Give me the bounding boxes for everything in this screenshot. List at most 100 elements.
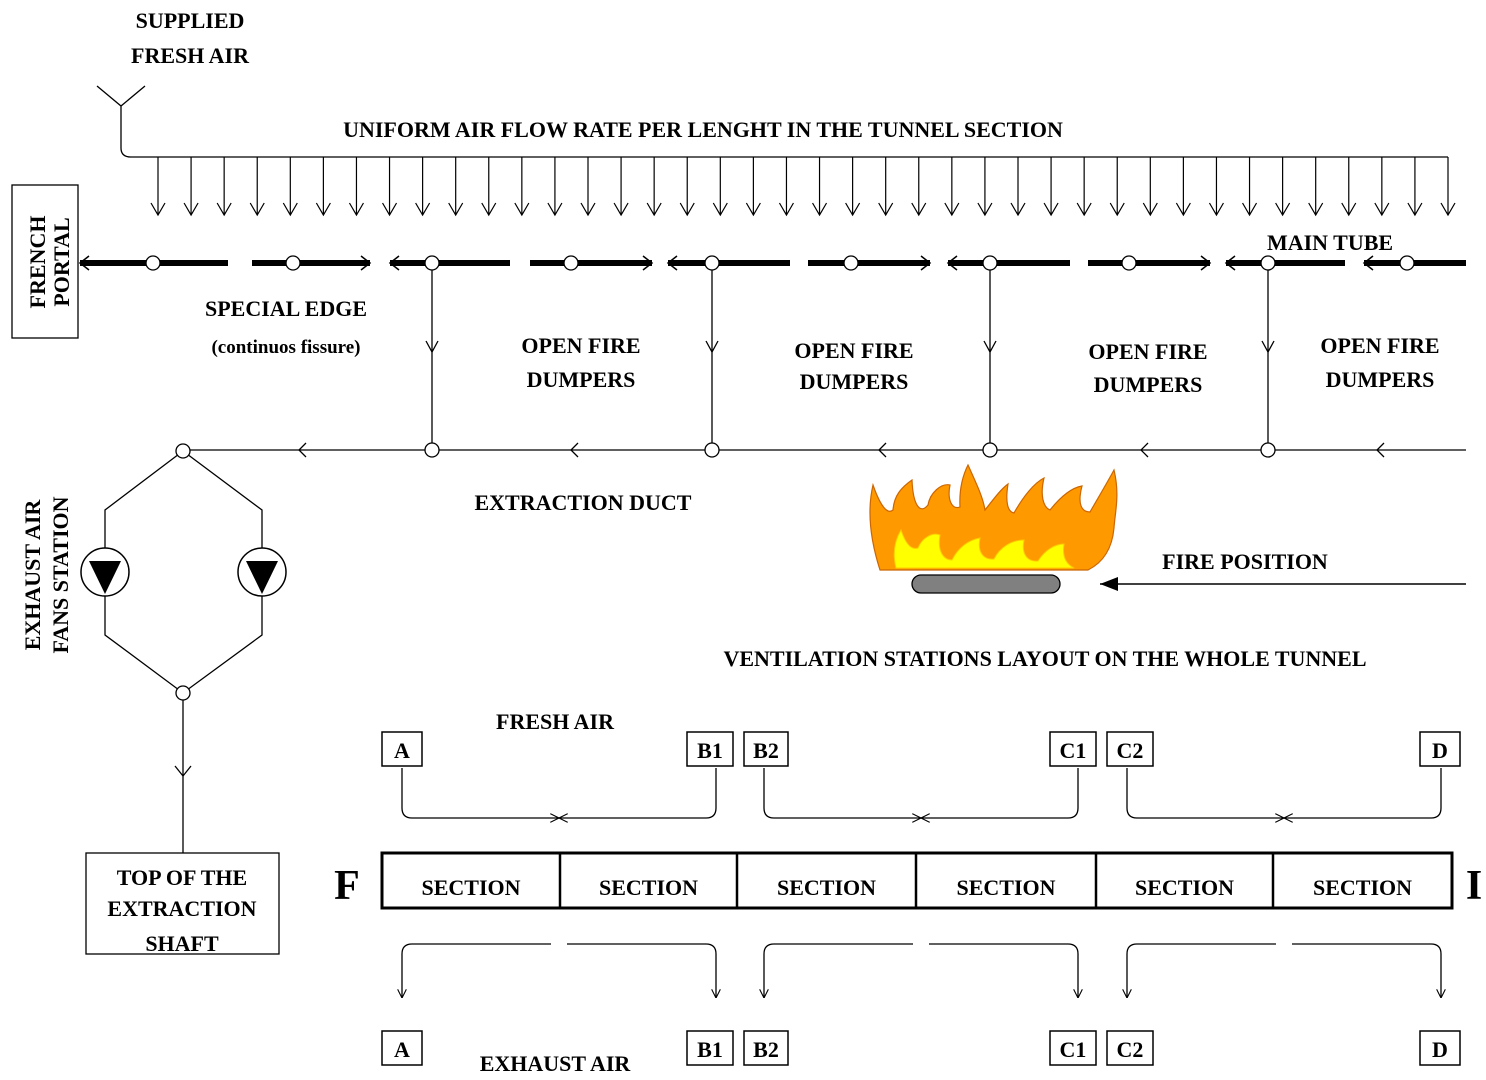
flow-arrow-icon xyxy=(613,157,629,217)
flow-arrow-icon xyxy=(944,157,960,217)
station-label: A xyxy=(394,738,410,763)
duct-node xyxy=(1260,442,1276,458)
station-label: D xyxy=(1432,1037,1448,1062)
flow-arrow-icon xyxy=(1109,157,1125,217)
station-box xyxy=(743,731,789,767)
flow-arrow-icon xyxy=(745,157,761,217)
tube-node xyxy=(704,255,720,271)
tube-arrow-left-icon xyxy=(78,255,90,271)
tube-node xyxy=(982,255,998,271)
tube-node xyxy=(145,255,161,271)
dumpers-label-2b: DUMPERS xyxy=(800,369,909,394)
exhaust-air-flow xyxy=(1292,943,1441,998)
flow-arrow-icon xyxy=(448,157,464,217)
flow-arrow-icon xyxy=(1076,157,1092,217)
damper-arrow-icon xyxy=(983,340,997,354)
flow-arrow-icon xyxy=(1242,157,1258,217)
main-tube xyxy=(78,255,1466,271)
exhaust-air-flow xyxy=(402,943,551,998)
flow-arrow-icon xyxy=(1440,157,1456,217)
station-label: C1 xyxy=(1060,1037,1087,1062)
special-edge-label-2: (continuos fissure) xyxy=(211,337,360,358)
station-box xyxy=(1106,731,1154,767)
extraction-duct xyxy=(190,442,1466,458)
layout-flows xyxy=(402,768,1441,998)
station-label: D xyxy=(1432,738,1448,763)
duct-node xyxy=(704,442,720,458)
tunnel-end-i: I xyxy=(1466,863,1482,909)
station-label: B2 xyxy=(753,738,779,763)
flow-arrow-icon xyxy=(1407,157,1423,217)
supply-line xyxy=(96,85,1448,158)
duct-node xyxy=(982,442,998,458)
shaft-arrow xyxy=(174,765,192,778)
flow-arrow-icon xyxy=(1208,157,1224,217)
station-label: B1 xyxy=(697,1037,723,1062)
junction-bottom xyxy=(175,685,191,701)
layout-title: VENTILATION STATIONS LAYOUT ON THE WHOLE… xyxy=(723,646,1366,671)
fresh-air-flow xyxy=(401,768,559,818)
flow-arrow-icon xyxy=(382,157,398,217)
exhaust-fans-station: EXHAUST AIR FANS STATION TOP OF THE EXTR… xyxy=(20,443,287,956)
supplied-label-1: SUPPLIED xyxy=(136,8,245,33)
damper-arrow-icon xyxy=(425,340,439,354)
station-box xyxy=(1106,1030,1154,1066)
tube-arrow-right-icon xyxy=(642,255,654,271)
section-label: SECTION xyxy=(1313,875,1412,900)
fan-triangle-right xyxy=(246,561,278,594)
station-box xyxy=(1419,731,1461,767)
tube-arrow-left-icon xyxy=(1362,255,1374,271)
station-box xyxy=(1049,1030,1097,1066)
duct-arrow-icon xyxy=(878,442,887,458)
fire-log xyxy=(911,574,1061,594)
fire-icon xyxy=(869,463,1118,594)
station-box xyxy=(686,1030,734,1066)
shaft-label-1: TOP OF THE xyxy=(117,865,247,890)
fan-triangle-left xyxy=(89,561,121,594)
tube-node xyxy=(285,255,301,271)
exhaust-air-flow xyxy=(764,943,913,998)
flow-arrow-icon xyxy=(1043,157,1059,217)
fire-dampers xyxy=(425,270,1275,443)
duct-arrow-icon xyxy=(570,442,579,458)
section-label: SECTION xyxy=(1135,875,1234,900)
tube-arrow-left-icon xyxy=(388,255,400,271)
open-fire-label-2a: OPEN FIRE xyxy=(794,338,913,363)
tube-node xyxy=(1399,255,1415,271)
flow-arrow-icon xyxy=(1341,157,1357,217)
flow-arrow-icon xyxy=(150,157,166,217)
flow-arrow-icon xyxy=(282,157,298,217)
open-fire-label-3a: OPEN FIRE xyxy=(1088,339,1207,364)
exhaust-station-label-1: EXHAUST AIR xyxy=(20,499,45,651)
station-label: C2 xyxy=(1117,1037,1144,1062)
section-label: SECTION xyxy=(777,875,876,900)
exhaust-air-flow xyxy=(567,943,716,998)
flow-arrow-icon xyxy=(514,157,530,217)
main-tube-label: MAIN TUBE xyxy=(1267,230,1393,255)
dumpers-label-4b: DUMPERS xyxy=(1326,367,1435,392)
duct-arrow-icon xyxy=(298,442,307,458)
tube-node xyxy=(1260,255,1276,271)
flow-arrow-icon xyxy=(1275,157,1291,217)
flow-arrow-icon xyxy=(249,157,265,217)
station-box xyxy=(381,1030,423,1066)
station-label: A xyxy=(394,1037,410,1062)
dumpers-label-3b: DUMPERS xyxy=(1094,372,1203,397)
station-label: C1 xyxy=(1060,738,1087,763)
stations-exhaust-air: A B1 B2 C1 C2 D xyxy=(381,1030,1461,1066)
flow-arrow-icon xyxy=(580,157,596,217)
flow-arrow-icon xyxy=(646,157,662,217)
junction-top xyxy=(175,443,191,459)
special-edge-label-1: SPECIAL EDGE xyxy=(205,296,367,321)
uniform-flow-arrows xyxy=(150,157,1456,217)
station-label: B2 xyxy=(753,1037,779,1062)
flow-arrow-icon xyxy=(679,157,695,217)
tube-node xyxy=(563,255,579,271)
tunnel-end-f: F xyxy=(334,863,360,909)
shaft-label-3: SHAFT xyxy=(145,931,219,956)
station-box xyxy=(686,731,734,767)
exhaust-air-flow xyxy=(929,943,1078,998)
